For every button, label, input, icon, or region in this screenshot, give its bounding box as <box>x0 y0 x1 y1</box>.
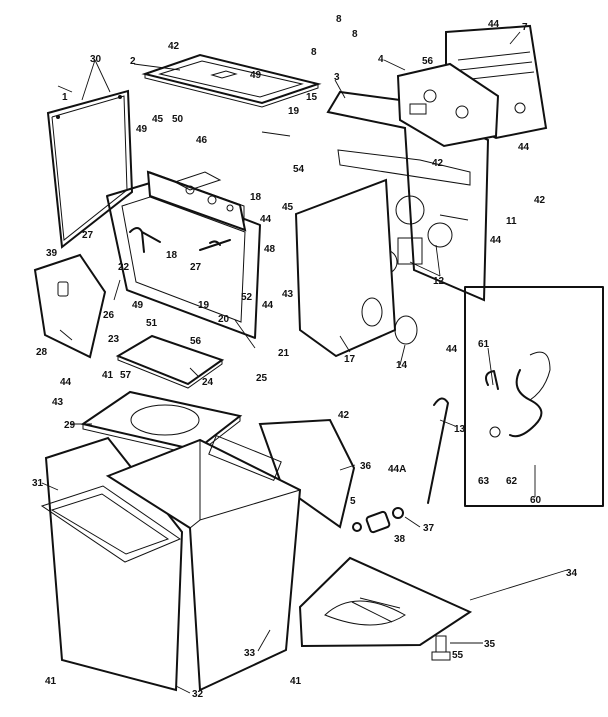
label-41b: 41 <box>45 676 57 687</box>
label-43a: 43 <box>52 397 64 408</box>
label-49c: 49 <box>132 300 144 311</box>
part-control-console <box>146 170 247 232</box>
label-42b: 42 <box>432 158 444 169</box>
label-42a: 42 <box>168 41 180 52</box>
part-pump-38 <box>352 507 404 534</box>
part-drain-hose-13 <box>427 397 449 504</box>
label-18a: 18 <box>250 192 262 203</box>
label-57: 57 <box>120 370 132 381</box>
label-2: 2 <box>130 56 136 67</box>
part-leveling-leg-55 <box>431 635 451 661</box>
label-52: 52 <box>241 292 253 303</box>
label-44e: 44 <box>490 235 502 246</box>
label-4: 4 <box>378 54 384 65</box>
label-18b: 18 <box>166 250 178 261</box>
label-27a: 27 <box>82 230 94 241</box>
label-27b: 27 <box>190 262 202 273</box>
part-dispenser-hose <box>129 227 231 253</box>
label-48: 48 <box>264 244 276 255</box>
label-44a: 44 <box>488 19 500 30</box>
label-7: 7 <box>522 22 528 33</box>
label-61: 61 <box>478 339 490 350</box>
label-19b: 19 <box>198 300 210 311</box>
label-34: 34 <box>566 568 578 579</box>
label-35: 35 <box>484 639 496 650</box>
label-36: 36 <box>360 461 372 472</box>
label-56a: 56 <box>422 56 434 67</box>
label-33: 33 <box>244 648 256 659</box>
part-small-door <box>33 253 107 359</box>
label-50: 50 <box>172 114 184 125</box>
label-45a: 45 <box>152 114 164 125</box>
label-43b: 43 <box>282 289 294 300</box>
label-1: 1 <box>62 92 68 103</box>
label-49a: 49 <box>250 70 262 81</box>
label-39: 39 <box>46 248 58 259</box>
label-29: 29 <box>64 420 76 431</box>
label-37: 37 <box>423 523 435 534</box>
label-32: 32 <box>192 689 204 700</box>
part-base-34 <box>298 556 473 648</box>
part-front-cabinet-33 <box>105 434 302 692</box>
inset-kit-60 <box>464 286 604 507</box>
leader-lines <box>41 31 568 694</box>
part-detergent-tray <box>115 334 225 389</box>
part-control-board-4 <box>396 62 500 148</box>
label-11: 11 <box>506 216 517 227</box>
label-44g: 44 <box>60 377 72 388</box>
label-14: 14 <box>396 360 408 371</box>
label-12: 12 <box>433 276 445 287</box>
part-left-side-panel <box>46 89 134 249</box>
label-60: 60 <box>530 495 542 506</box>
part-seal-14 <box>394 315 418 345</box>
label-62: 62 <box>506 476 518 487</box>
label-3: 3 <box>334 72 340 83</box>
label-20: 20 <box>218 314 230 325</box>
label-44c: 44 <box>260 214 272 225</box>
label-17: 17 <box>344 354 356 365</box>
label-26: 26 <box>103 310 115 321</box>
label-55: 55 <box>452 650 464 661</box>
label-23: 23 <box>108 334 120 345</box>
part-top-frame-29 <box>80 390 243 456</box>
label-51: 51 <box>146 318 158 329</box>
label-42d: 42 <box>338 410 350 421</box>
callout-labels: 1 2 3 4 5 7 8 8 8 11 12 13 14 15 17 18 1… <box>32 14 578 700</box>
label-30: 30 <box>90 54 102 65</box>
label-54: 54 <box>293 164 305 175</box>
label-46: 46 <box>196 135 208 146</box>
label-63: 63 <box>478 476 490 487</box>
part-panel-36 <box>258 418 356 529</box>
label-31: 31 <box>32 478 44 489</box>
label-5: 5 <box>350 496 356 507</box>
label-44d: 44 <box>262 300 274 311</box>
label-8b: 8 <box>311 47 317 58</box>
label-22: 22 <box>118 262 130 273</box>
label-41a: 41 <box>102 370 114 381</box>
label-45b: 45 <box>282 202 294 213</box>
part-top-cover <box>141 53 322 108</box>
label-38: 38 <box>394 534 406 545</box>
label-42c: 42 <box>534 195 546 206</box>
label-21: 21 <box>278 348 290 359</box>
label-44A: 44A <box>388 464 406 475</box>
label-15: 15 <box>306 92 318 103</box>
label-25: 25 <box>256 373 268 384</box>
part-side-panel-17 <box>294 178 397 358</box>
label-8c: 8 <box>352 29 358 40</box>
label-8a: 8 <box>336 14 342 25</box>
label-49b: 49 <box>136 124 148 135</box>
label-28: 28 <box>36 347 48 358</box>
label-41c: 41 <box>290 676 302 687</box>
label-24: 24 <box>202 377 214 388</box>
label-13: 13 <box>454 424 466 435</box>
label-44b: 44 <box>518 142 530 153</box>
label-44f: 44 <box>446 344 458 355</box>
label-19a: 19 <box>288 106 300 117</box>
label-56b: 56 <box>190 336 202 347</box>
